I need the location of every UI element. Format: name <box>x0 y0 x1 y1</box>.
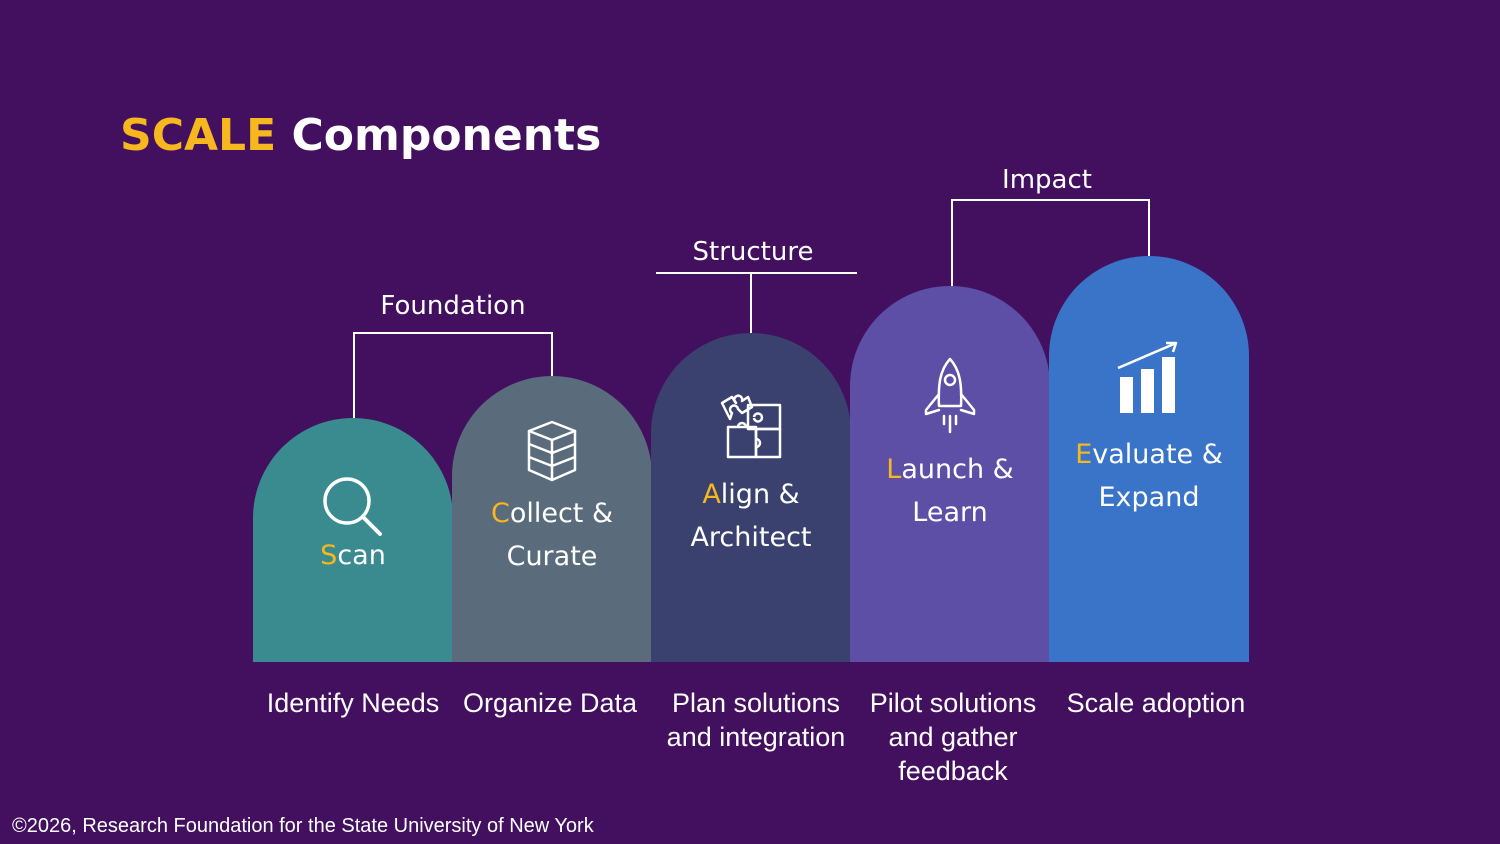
puzzle-icon <box>720 394 782 459</box>
step-description-align: Plan solutions and integration <box>666 688 846 752</box>
rocket-icon <box>924 357 976 434</box>
bar-chart-growth-icon <box>1117 341 1178 413</box>
title-rest: Components <box>291 110 602 161</box>
step-scan: Scan <box>253 418 453 662</box>
copyright-footer: ©2026, Research Foundation for the State… <box>12 815 594 837</box>
magnifier-icon <box>323 477 382 536</box>
step-description-collect: Organize Data <box>462 688 638 718</box>
stacked-cube-icon <box>527 420 577 482</box>
step-launch-learn: Launch & Learn <box>850 286 1050 662</box>
title-accent: SCALE <box>120 110 277 161</box>
step-description-scan: Identify Needs <box>266 688 440 718</box>
step-evaluate-expand: Evaluate & Expand <box>1049 256 1249 662</box>
group-label-structure: Structure <box>692 237 814 267</box>
group-label-impact: Impact <box>1002 165 1092 195</box>
step-label: Launch & Learn <box>886 454 1014 528</box>
slide-title: SCALE Components <box>120 108 601 164</box>
step-description-evaluate: Scale adoption <box>1066 688 1246 718</box>
step-label: Collect & Curate <box>490 498 614 572</box>
step-align-architect: Align & Architect <box>651 333 851 662</box>
step-description-launch: Pilot solutions and gather feedback <box>869 688 1037 786</box>
step-label: Scan <box>320 540 386 571</box>
step-collect-curate: Collect & Curate <box>452 376 652 662</box>
step-label: Align & Architect <box>690 479 812 553</box>
group-label-foundation: Foundation <box>380 291 526 321</box>
step-label: Evaluate & Expand <box>1075 439 1223 513</box>
